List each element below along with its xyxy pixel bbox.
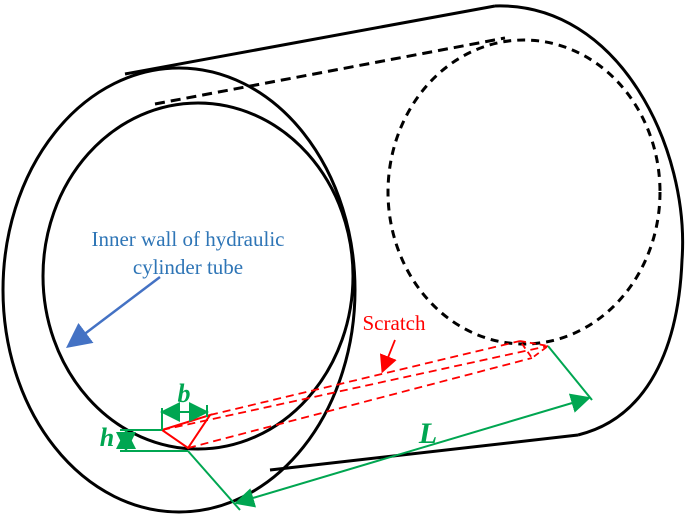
scratch-label: Scratch <box>363 311 426 335</box>
h-label: h <box>100 423 114 452</box>
outer-front-ellipse <box>1 66 357 514</box>
scratch-front-profile <box>159 413 213 450</box>
inner-front-ellipse <box>41 101 355 451</box>
L-label: L <box>418 417 437 450</box>
inner-wall-label-line1: Inner wall of hydraulic <box>91 227 284 251</box>
b-label: b <box>178 379 191 408</box>
back-outer-arc <box>494 4 685 437</box>
L-extension-back <box>547 345 593 401</box>
inner-wall-label-line2: cylinder tube <box>133 255 243 279</box>
L-dimension-line <box>234 393 591 508</box>
scratch-pointer-arrow <box>379 339 397 374</box>
scratch-dashed-line-top <box>209 340 521 416</box>
inner-wall-pointer-arrow <box>66 276 161 349</box>
scratch-dashed-line-mid <box>161 345 549 431</box>
scratch-back-profile <box>518 339 551 360</box>
L-extension-front <box>187 450 241 511</box>
top-inner-dashed-line <box>154 36 506 106</box>
scratch-dashed-line-bottom <box>187 357 533 449</box>
back-inner-ellipse <box>386 38 662 346</box>
top-outer-line <box>124 4 496 76</box>
